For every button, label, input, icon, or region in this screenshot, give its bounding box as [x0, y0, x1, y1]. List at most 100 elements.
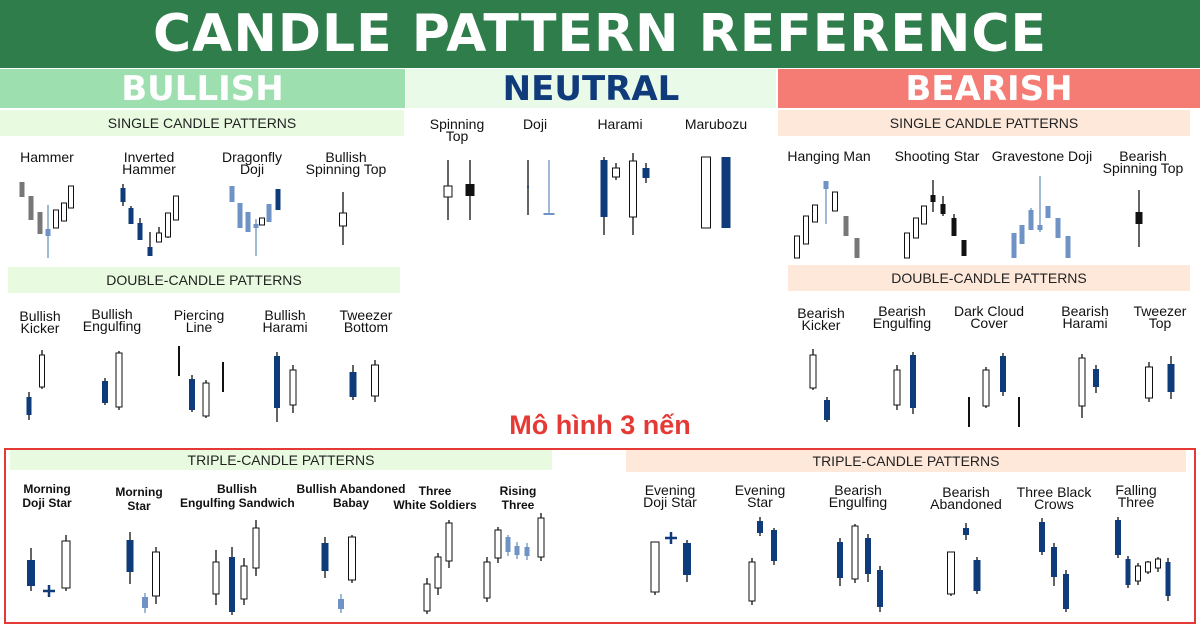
- candle-icon: [1135, 190, 1143, 247]
- candle-icon: [26, 392, 32, 420]
- candle-icon: [1000, 353, 1006, 396]
- candle-icon: [1065, 236, 1071, 258]
- candle-icon: [524, 543, 530, 560]
- candle-icon: [115, 351, 123, 410]
- candle-icon: [1018, 397, 1020, 427]
- label-evening-doji-star: Evening Doji Star: [643, 482, 697, 510]
- bullish-header-text: BULLISH: [121, 68, 284, 109]
- candle-icon: [1155, 557, 1161, 572]
- candle-icon: [683, 540, 691, 582]
- candle-icon: [237, 203, 243, 228]
- label-evening-star: Evening Star: [734, 482, 786, 510]
- label-bearish-engulfing-triple: Bearish Engulfing: [828, 482, 888, 510]
- candle-icon: [961, 240, 967, 256]
- label-bearish-harami: Bearish Harami: [1061, 303, 1109, 331]
- label-bullish-spinning-top: Bullish Spinning Top: [305, 149, 387, 177]
- candle-icon: [904, 232, 910, 259]
- candle-icon: [843, 216, 849, 236]
- candle-icon: [505, 535, 511, 556]
- candle-icon: [748, 558, 756, 605]
- candle-icon: [865, 534, 871, 582]
- candle-icon: [1011, 233, 1017, 258]
- label-falling-three: Falling Three: [1115, 482, 1157, 510]
- bearish-double-title: DOUBLE-CANDLE PATTERNS: [788, 265, 1190, 291]
- candle-icon: [53, 209, 59, 229]
- candle-icon: [968, 397, 970, 427]
- candle-icon: [543, 160, 555, 215]
- candle-icon: [274, 352, 280, 422]
- candle-icon: [120, 184, 126, 206]
- label-spinning-top: Spinning Top: [429, 116, 485, 144]
- candle-icon: [1037, 176, 1043, 232]
- label-dark-cloud-cover: Dark Cloud Cover: [953, 303, 1025, 331]
- candle-icon: [642, 163, 650, 183]
- candle-icon: [189, 375, 195, 412]
- candle-icon: [465, 160, 475, 220]
- candle-icon: [973, 557, 981, 594]
- label-bearish-abandoned: Bearish Abandoned: [930, 484, 1002, 512]
- candle-icon: [212, 550, 220, 605]
- candle-icon: [854, 238, 860, 258]
- label-bearish-spinning-top: Bearish Spinning Top: [1102, 148, 1184, 176]
- page-title: CANDLE PATTERN REFERENCE: [152, 4, 1048, 64]
- candle-icon: [61, 202, 67, 222]
- candle-icon: [222, 362, 224, 392]
- label-marubozu: Marubozu: [684, 116, 748, 132]
- candle-icon: [443, 160, 453, 220]
- triple-candle-frame: [4, 448, 1196, 624]
- candle-icon: [102, 378, 108, 405]
- candle-icon: [982, 367, 990, 408]
- candle-icon: [823, 181, 829, 224]
- candle-icon: [809, 349, 817, 390]
- candle-icon: [851, 524, 859, 583]
- label-three-black-crows: Three Black Crows: [1016, 484, 1092, 512]
- candle-icon: [1019, 225, 1025, 244]
- bearish-triple-title: TRIPLE-CANDLE PATTERNS: [626, 450, 1186, 472]
- candle-icon: [1165, 558, 1171, 601]
- doji-cross-icon: [665, 532, 677, 544]
- label-piercing-line: Piercing Line: [173, 307, 225, 335]
- candle-icon: [701, 156, 711, 229]
- candle-icon: [650, 541, 660, 595]
- candle-icon: [178, 346, 180, 376]
- candle-icon: [514, 542, 520, 559]
- candle-icon: [771, 528, 777, 565]
- candle-icon: [721, 157, 731, 228]
- candle-icon: [877, 566, 883, 612]
- candle-icon: [893, 365, 901, 410]
- neutral-header-text: NEUTRAL: [502, 68, 680, 109]
- label-bullish-engulfing-sandwich: Bullish Engulfing Sandwich: [180, 482, 295, 510]
- candle-icon: [947, 551, 955, 596]
- candle-icon: [527, 160, 529, 215]
- candle-icon: [338, 594, 344, 613]
- candle-icon: [837, 538, 843, 586]
- candle-icon: [252, 520, 260, 576]
- candle-icon: [253, 219, 259, 256]
- label-shooting-star: Shooting Star: [894, 148, 980, 164]
- bearish-header: BEARISH: [778, 69, 1200, 109]
- candle-icon: [229, 547, 235, 615]
- candle-icon: [1078, 354, 1086, 418]
- candle-icon: [1145, 362, 1153, 402]
- candle-icon: [371, 360, 379, 402]
- bearish-single-title: SINGLE CANDLE PATTERNS: [778, 110, 1190, 136]
- candle-icon: [229, 186, 235, 202]
- doji-cross-icon: [43, 585, 55, 597]
- label-harami: Harami: [597, 116, 643, 132]
- label-bearish-kicker: Bearish Kicker: [797, 305, 845, 333]
- candle-icon: [963, 523, 969, 540]
- candle-icon: [156, 227, 162, 243]
- candle-icon: [137, 218, 143, 240]
- label-three-white-soldiers: Three White Soldiers: [393, 484, 477, 512]
- candle-icon: [275, 189, 281, 210]
- candle-icon: [494, 527, 502, 563]
- candle-icon: [27, 548, 35, 591]
- candle-icon: [259, 217, 265, 226]
- candle-icon: [423, 578, 431, 614]
- candle-icon: [19, 182, 25, 197]
- label-hanging-man: Hanging Man: [787, 148, 871, 164]
- candle-icon: [1039, 518, 1045, 555]
- candle-icon: [445, 520, 453, 568]
- candle-icon: [1055, 218, 1061, 238]
